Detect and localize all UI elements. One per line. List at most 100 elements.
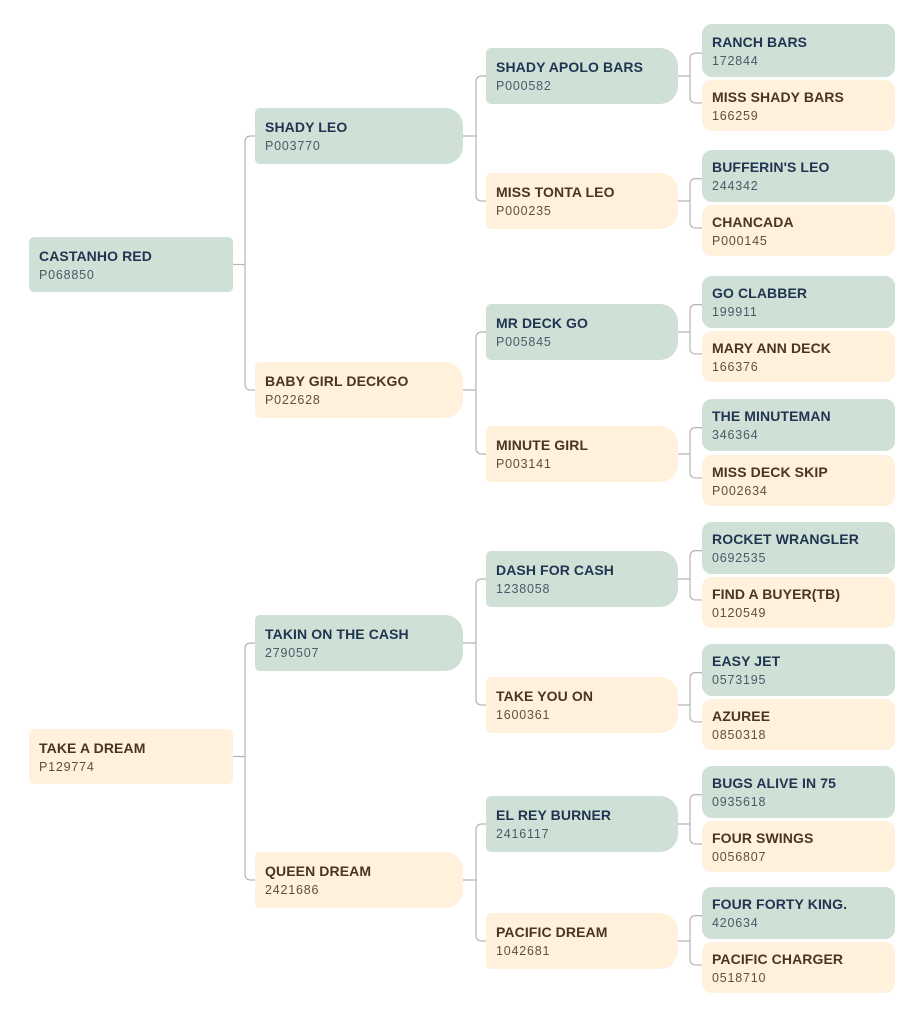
horse-name: MINUTE GIRL xyxy=(496,437,589,453)
connector-queen-dream xyxy=(463,823,486,942)
connector-miss-tonta-leo xyxy=(678,178,702,229)
horse-name: MISS SHADY BARS xyxy=(712,88,844,105)
horse-name: CASTANHO RED xyxy=(39,247,152,264)
registration-number: P000145 xyxy=(712,233,768,248)
horse-name: MISS TONTA LEO xyxy=(496,184,615,200)
connector-castanho-red xyxy=(233,135,255,391)
connector-pacific-dream xyxy=(678,915,702,966)
horse-card-easy-jet[interactable]: EASY JET 0573195 xyxy=(702,644,895,696)
registration-number: 0692535 xyxy=(712,551,767,565)
registration-number: P005845 xyxy=(496,335,552,349)
registration-number: 0573195 xyxy=(712,673,767,687)
registration-number: 244342 xyxy=(712,179,759,193)
registration-number: P000582 xyxy=(496,79,552,93)
horse-card-miss-deck-skip[interactable]: MISS DECK SKIP P002634 xyxy=(702,455,895,506)
horse-card-miss-shady-bars[interactable]: MISS SHADY BARS 166259 xyxy=(702,80,895,131)
registration-number: 0518710 xyxy=(712,970,767,985)
horse-card-shady-apolo-bars[interactable]: SHADY APOLO BARS P000582 xyxy=(486,48,678,104)
connector-take-you-on xyxy=(678,672,702,723)
horse-card-queen-dream[interactable]: QUEEN DREAM 2421686 xyxy=(255,852,463,908)
horse-name: THE MINUTEMAN xyxy=(712,408,831,424)
horse-card-shady-leo[interactable]: SHADY LEO P003770 xyxy=(255,108,463,164)
registration-number: 0056807 xyxy=(712,849,767,864)
horse-card-take-you-on[interactable]: TAKE YOU ON 1600361 xyxy=(486,677,678,733)
horse-name: FIND A BUYER(TB) xyxy=(712,585,841,602)
horse-name: EL REY BURNER xyxy=(496,807,612,823)
registration-number: P068850 xyxy=(39,267,95,282)
horse-card-pacific-dream[interactable]: PACIFIC DREAM 1042681 xyxy=(486,913,678,969)
horse-name: FOUR FORTY KING. xyxy=(712,896,848,912)
horse-name: QUEEN DREAM xyxy=(265,863,372,879)
registration-number: 0120549 xyxy=(712,605,767,620)
horse-name: MISS DECK SKIP xyxy=(712,463,828,480)
horse-name: BUFFERIN'S LEO xyxy=(712,159,830,175)
horse-name: TAKE YOU ON xyxy=(496,688,594,704)
horse-name: PACIFIC CHARGER xyxy=(712,950,844,967)
horse-card-el-rey-burner[interactable]: EL REY BURNER 2416117 xyxy=(486,796,678,852)
horse-card-miss-tonta-leo[interactable]: MISS TONTA LEO P000235 xyxy=(486,173,678,229)
registration-number: 1600361 xyxy=(496,708,551,722)
horse-name: BABY GIRL DECKGO xyxy=(265,373,409,389)
horse-card-chancada[interactable]: CHANCADA P000145 xyxy=(702,205,895,256)
connector-take-a-dream xyxy=(233,642,255,881)
horse-name: SHADY APOLO BARS xyxy=(496,59,644,75)
horse-card-the-minuteman[interactable]: THE MINUTEMAN 346364 xyxy=(702,399,895,451)
horse-name: PACIFIC DREAM xyxy=(496,924,608,940)
connector-takin-on-the-cash xyxy=(463,578,486,706)
connector-baby-girl-deckgo xyxy=(463,331,486,455)
horse-name: CHANCADA xyxy=(712,213,794,230)
horse-card-azuree[interactable]: AZUREE 0850318 xyxy=(702,699,895,750)
registration-number: 2416117 xyxy=(496,827,550,841)
horse-name: DASH FOR CASH xyxy=(496,562,614,578)
horse-card-pacific-charger[interactable]: PACIFIC CHARGER 0518710 xyxy=(702,942,895,993)
horse-name: RANCH BARS xyxy=(712,33,808,50)
registration-number: 166376 xyxy=(712,359,759,374)
horse-name: GO CLABBER xyxy=(712,285,808,301)
horse-name: BUGS ALIVE IN 75 xyxy=(712,775,836,791)
registration-number: 166259 xyxy=(712,108,759,123)
horse-card-castanho-red[interactable]: CASTANHO RED P068850 xyxy=(29,237,233,292)
horse-card-four-swings[interactable]: FOUR SWINGS 0056807 xyxy=(702,821,895,872)
horse-name: SHADY LEO xyxy=(265,119,348,135)
registration-number: P003770 xyxy=(265,139,321,153)
connector-el-rey-burner xyxy=(678,794,702,845)
registration-number: 172844 xyxy=(712,53,759,68)
horse-name: TAKE A DREAM xyxy=(39,739,146,756)
connector-minute-girl xyxy=(678,427,702,479)
registration-number: 1238058 xyxy=(496,582,551,596)
registration-number: P002634 xyxy=(712,483,768,498)
horse-name: TAKIN ON THE CASH xyxy=(265,626,409,642)
registration-number: 2790507 xyxy=(265,646,320,660)
horse-card-find-a-buyer-tb[interactable]: FIND A BUYER(TB) 0120549 xyxy=(702,577,895,628)
horse-card-bugs-alive-in-75[interactable]: BUGS ALIVE IN 75 0935618 xyxy=(702,766,895,818)
registration-number: 346364 xyxy=(712,428,759,442)
connector-mr-deck-go xyxy=(678,304,702,355)
horse-card-minute-girl[interactable]: MINUTE GIRL P003141 xyxy=(486,426,678,482)
horse-card-ranch-bars[interactable]: RANCH BARS 172844 xyxy=(702,24,895,77)
horse-name: EASY JET xyxy=(712,653,781,669)
registration-number: 2421686 xyxy=(265,883,320,897)
registration-number: 0935618 xyxy=(712,795,767,809)
connector-shady-apolo-bars xyxy=(678,52,702,104)
registration-number: 420634 xyxy=(712,916,759,930)
horse-card-takin-on-the-cash[interactable]: TAKIN ON THE CASH 2790507 xyxy=(255,615,463,671)
horse-card-four-forty-king[interactable]: FOUR FORTY KING. 420634 xyxy=(702,887,895,939)
horse-name: FOUR SWINGS xyxy=(712,829,814,846)
registration-number: 1042681 xyxy=(496,944,551,958)
horse-card-dash-for-cash[interactable]: DASH FOR CASH 1238058 xyxy=(486,551,678,607)
registration-number: 199911 xyxy=(712,305,758,319)
connector-dash-for-cash xyxy=(678,550,702,601)
registration-number: P000235 xyxy=(496,204,552,218)
horse-card-bufferin-s-leo[interactable]: BUFFERIN'S LEO 244342 xyxy=(702,150,895,202)
horse-card-go-clabber[interactable]: GO CLABBER 199911 xyxy=(702,276,895,328)
registration-number: P003141 xyxy=(496,457,552,471)
horse-name: AZUREE xyxy=(712,707,771,724)
connector-shady-leo xyxy=(463,75,486,202)
registration-number: 0850318 xyxy=(712,727,767,742)
